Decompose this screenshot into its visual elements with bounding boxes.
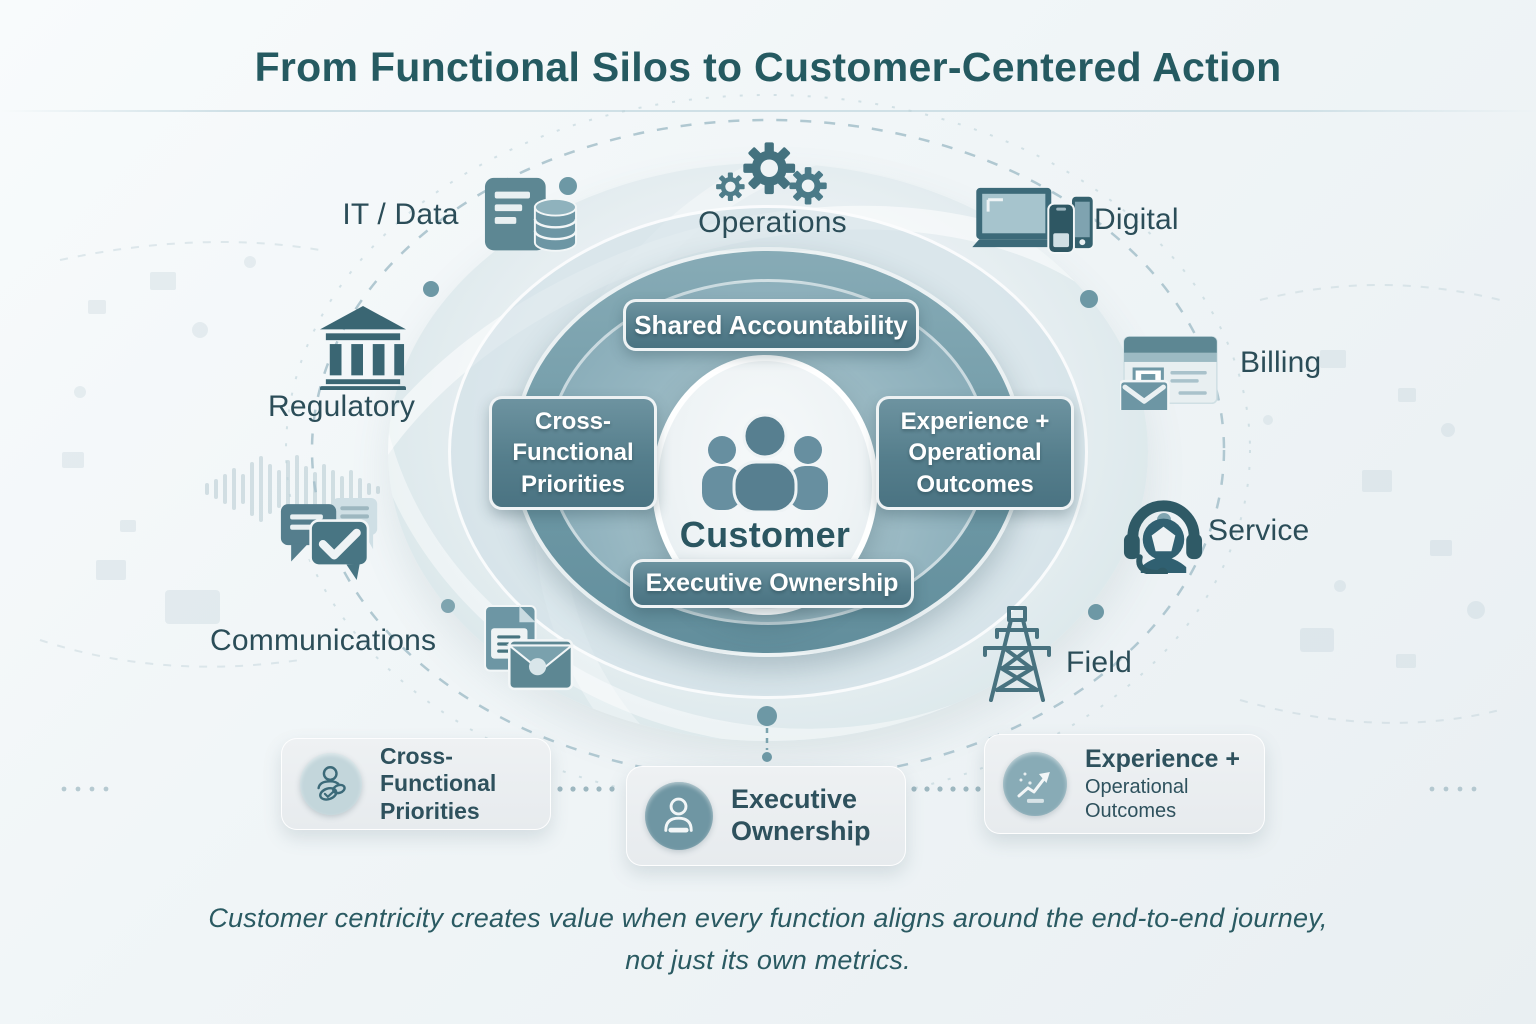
summary-card-text: Experience + Operational Outcomes	[1085, 745, 1246, 824]
ring-label-executive-ownership: Executive Ownership	[630, 559, 914, 608]
function-label-communications: Communications	[210, 624, 437, 657]
gears-icon	[716, 142, 827, 205]
function-label-billing: Billing	[1240, 346, 1322, 379]
title-divider	[0, 110, 1536, 112]
document-mail-icon	[484, 605, 575, 691]
headset-agent-icon	[1123, 500, 1203, 574]
ring-label-shared-accountability: Shared Accountability	[623, 299, 919, 351]
growth-chart-icon	[1003, 752, 1067, 816]
summary-card-subtitle: Operational Outcomes	[1085, 776, 1189, 822]
customer-center: Customer	[652, 355, 878, 615]
function-label-digital: Digital	[1094, 203, 1179, 236]
ring-label-cross-functional-priorities: Cross-Functional Priorities	[489, 396, 657, 510]
chat-bubbles-icon	[280, 498, 378, 580]
caption-wrap: Customer centricity creates value when e…	[0, 898, 1536, 982]
person-handshake-icon	[300, 753, 362, 815]
summary-card-cross-functional-priorities: Cross-Functional Priorities	[281, 738, 551, 830]
summary-card-title: Experience +	[1085, 744, 1240, 773]
dotted-connector-row	[61, 786, 1477, 792]
function-label-service: Service	[1208, 514, 1310, 547]
summary-card-experience-operational-outcomes: Experience + Operational Outcomes	[984, 734, 1265, 834]
people-group-icon	[702, 413, 828, 512]
page-title: From Functional Silos to Customer-Center…	[254, 44, 1282, 90]
caption-text: Customer centricity creates value when e…	[208, 903, 1328, 975]
center-label: Customer	[679, 514, 851, 555]
summary-card-executive-ownership: Executive Ownership	[626, 766, 906, 866]
devices-icon	[972, 187, 1095, 254]
function-label-it-data: IT / Data	[342, 198, 459, 231]
summary-card-title: Executive Ownership	[731, 784, 871, 846]
executive-person-icon	[645, 782, 713, 850]
function-label-regulatory: Regulatory	[268, 390, 416, 423]
document-database-icon	[484, 177, 578, 252]
function-label-field: Field	[1066, 646, 1133, 679]
invoice-envelope-icon	[1120, 335, 1218, 410]
function-label-operations: Operations	[698, 206, 847, 239]
ring-label-experience-operational-outcomes: Experience + Operational Outcomes	[876, 396, 1074, 510]
summary-card-title: Cross-Functional Priorities	[380, 743, 497, 824]
transmission-tower-icon	[983, 606, 1051, 702]
bank-building-icon	[320, 305, 406, 390]
